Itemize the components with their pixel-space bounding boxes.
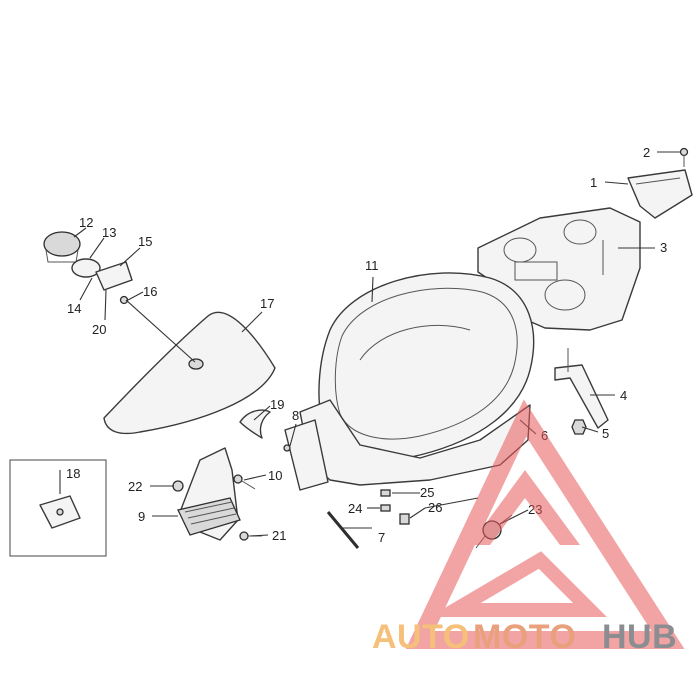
callout-1: 1 <box>590 175 597 190</box>
callout-24: 24 <box>348 501 362 516</box>
part-16-screw <box>119 295 129 305</box>
part-10-screw <box>233 474 256 490</box>
callout-3: 3 <box>660 240 667 255</box>
part-18-inset-box <box>9 459 107 557</box>
callout-23: 23 <box>528 502 542 517</box>
callout-6: 6 <box>541 428 548 443</box>
part-22-nut <box>172 480 184 492</box>
callout-8: 8 <box>292 408 299 423</box>
part-24-bushing <box>380 504 391 512</box>
part-1-cover-plate <box>627 169 693 219</box>
part-15-clip <box>95 261 133 291</box>
callout-13: 13 <box>102 225 116 240</box>
part-4-bracket <box>554 348 609 429</box>
callout-4: 4 <box>620 388 627 403</box>
callout-18: 18 <box>66 466 80 481</box>
callout-9: 9 <box>138 509 145 524</box>
callout-12: 12 <box>79 215 93 230</box>
part-8-pin <box>283 444 291 452</box>
part-19-hook <box>239 409 271 439</box>
callout-16: 16 <box>143 284 157 299</box>
callout-10: 10 <box>268 468 282 483</box>
part-23-fitting <box>475 514 513 549</box>
part-7-long-bolt <box>326 511 360 549</box>
part-17-side-panel <box>103 311 276 435</box>
callout-15: 15 <box>138 234 152 249</box>
callout-17: 17 <box>260 296 274 311</box>
callout-14: 14 <box>67 301 81 316</box>
part-25-bushing <box>380 489 391 497</box>
callout-22: 22 <box>128 479 142 494</box>
callout-20: 20 <box>92 322 106 337</box>
callout-7: 7 <box>378 530 385 545</box>
callout-19: 19 <box>270 397 284 412</box>
callout-26: 26 <box>428 500 442 515</box>
part-9-foot-bracket <box>177 447 241 541</box>
callout-21: 21 <box>272 528 286 543</box>
part-26-bushing <box>399 513 410 525</box>
part-13-gasket <box>71 258 101 278</box>
part-12-cap <box>43 231 81 263</box>
callout-2: 2 <box>643 145 650 160</box>
callout-5: 5 <box>602 426 609 441</box>
part-2-screw <box>679 147 689 167</box>
callout-11: 11 <box>365 258 379 273</box>
part-5-nut <box>571 419 587 435</box>
callout-25: 25 <box>420 485 434 500</box>
